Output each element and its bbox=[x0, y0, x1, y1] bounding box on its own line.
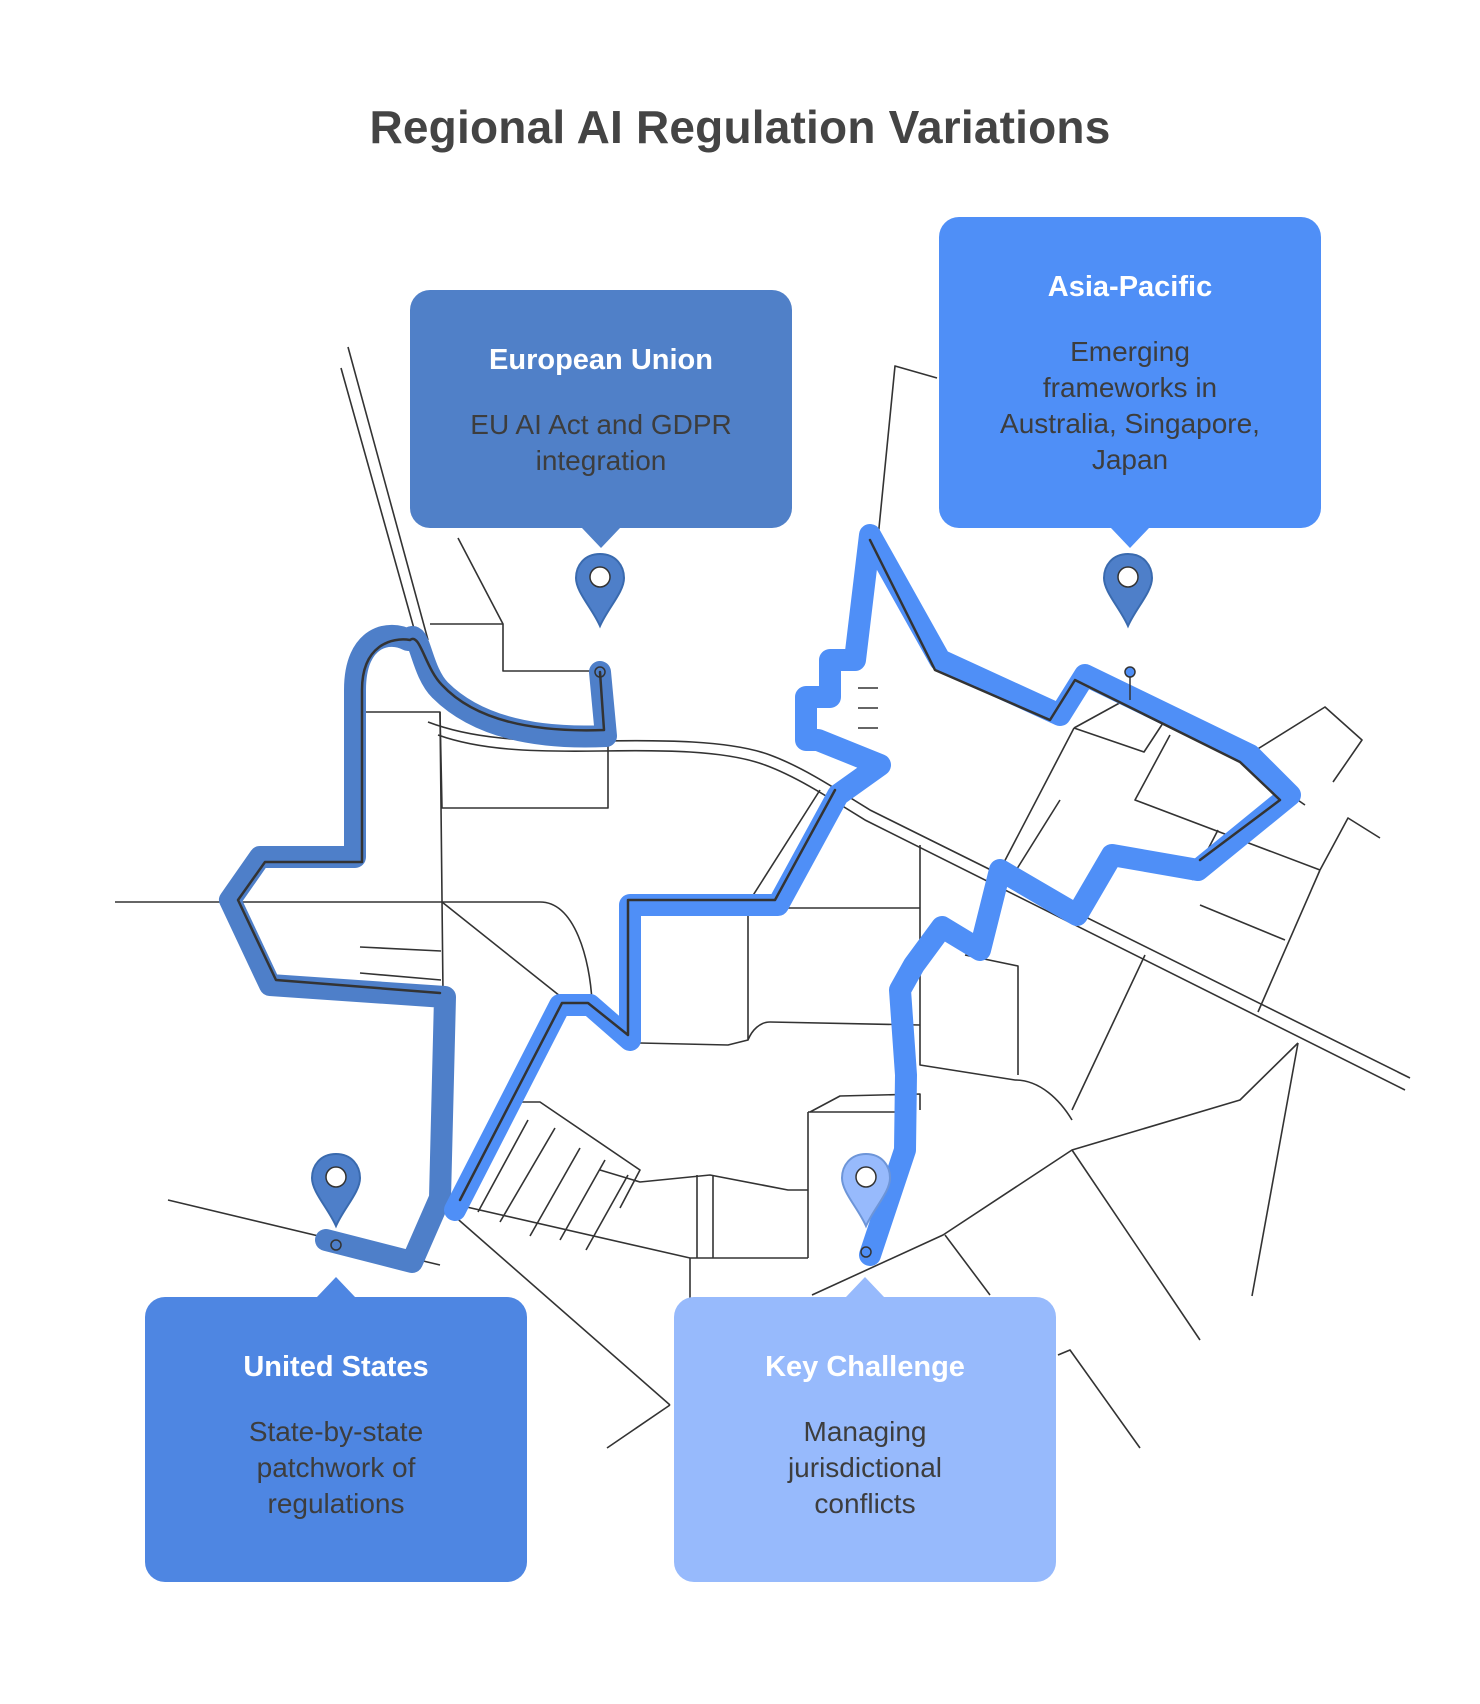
road bbox=[585, 1174, 629, 1251]
road bbox=[744, 789, 821, 909]
route-node bbox=[594, 666, 606, 678]
map-pin-icon bbox=[1102, 552, 1154, 629]
road bbox=[1199, 904, 1286, 941]
road bbox=[506, 1101, 641, 1209]
road bbox=[439, 700, 609, 809]
callout-heading: Key Challenge bbox=[765, 1351, 965, 1383]
road bbox=[1134, 734, 1321, 871]
road-network bbox=[115, 346, 1411, 1449]
callout-text-line: conflicts bbox=[814, 1488, 916, 1519]
callout-european-union: European Union EU AI Act and GDPR integr… bbox=[410, 290, 792, 548]
road bbox=[435, 1199, 671, 1406]
callout-text-line: jurisdictional bbox=[787, 1452, 943, 1483]
callout-text-line: State-by-state bbox=[248, 1416, 424, 1447]
road bbox=[1073, 699, 1126, 729]
callout-text-line: Japan bbox=[1091, 444, 1169, 475]
road bbox=[1071, 1149, 1201, 1341]
road bbox=[1319, 817, 1381, 871]
map-pin-icon bbox=[840, 1152, 892, 1229]
page-title: Regional AI Regulation Variations bbox=[369, 101, 1111, 153]
callout-asia-pacific: Asia-Pacific Emerging frameworks in Aust… bbox=[939, 217, 1321, 548]
callout-text-line: EU AI Act and GDPR bbox=[470, 409, 732, 440]
map-pin-icon bbox=[574, 552, 626, 629]
callout-heading: European Union bbox=[489, 344, 713, 376]
road bbox=[999, 727, 1075, 871]
road bbox=[919, 845, 1073, 1121]
callout-text-line: patchwork of bbox=[256, 1452, 416, 1483]
road bbox=[499, 1127, 556, 1223]
road bbox=[359, 946, 442, 952]
map-pin-icon bbox=[310, 1152, 362, 1229]
road bbox=[639, 908, 749, 1046]
eu-route-core bbox=[236, 637, 606, 995]
callout-heading: Asia-Pacific bbox=[1047, 271, 1213, 303]
highway-line bbox=[427, 721, 1411, 1079]
callout-united-states: United States State-by-state patchwork o… bbox=[145, 1277, 527, 1582]
callout-text-line: Managing bbox=[803, 1416, 927, 1447]
route-node bbox=[330, 1239, 342, 1251]
road bbox=[877, 365, 938, 539]
highway-line bbox=[437, 734, 1406, 1091]
road bbox=[477, 1119, 529, 1213]
road bbox=[340, 367, 421, 651]
road bbox=[809, 1093, 921, 1113]
main-route bbox=[444, 524, 1301, 1266]
callout-heading: United States bbox=[243, 1351, 429, 1383]
road bbox=[944, 1234, 991, 1296]
road bbox=[115, 901, 593, 1003]
road bbox=[747, 1021, 921, 1041]
road bbox=[1071, 954, 1146, 1111]
road bbox=[1257, 869, 1321, 1013]
route-node bbox=[1124, 666, 1136, 678]
road bbox=[441, 901, 566, 1001]
callout-key-challenge: Key Challenge Managing jurisdictional co… bbox=[674, 1277, 1056, 1582]
road bbox=[559, 1159, 606, 1241]
road bbox=[1073, 719, 1166, 753]
route-node bbox=[860, 1246, 872, 1258]
road bbox=[430, 623, 600, 672]
road bbox=[457, 537, 504, 625]
road bbox=[1057, 1349, 1141, 1449]
road bbox=[1251, 1042, 1299, 1297]
callout-text-line: Emerging bbox=[1070, 336, 1190, 367]
main-route-core bbox=[458, 538, 1282, 1202]
road bbox=[964, 954, 1019, 1075]
callout-text-line: regulations bbox=[267, 1488, 405, 1519]
road bbox=[359, 972, 442, 981]
road bbox=[347, 346, 429, 641]
callout-text-line: integration bbox=[535, 445, 667, 476]
callout-text-line: frameworks in bbox=[1042, 372, 1218, 403]
road bbox=[529, 1147, 581, 1237]
road bbox=[606, 1404, 671, 1449]
road bbox=[1239, 706, 1363, 783]
callout-text-line: Australia, Singapore, bbox=[1000, 408, 1260, 439]
